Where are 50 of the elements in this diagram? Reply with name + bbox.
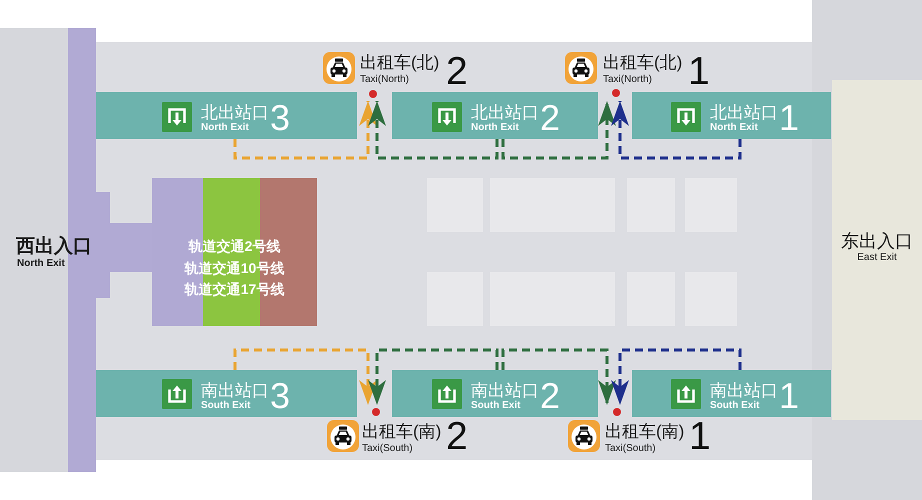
taxi-label: 出租车(南) [362,422,442,442]
exit-sign [96,92,357,139]
dashed-arrow [502,101,616,160]
station-block [152,178,317,326]
entrance-label: 东出入口 [840,230,914,252]
english-label: Taxi(South) [362,443,413,454]
exit-label: 南出站口 [471,381,539,400]
exit-sign [392,370,598,417]
english-label: South Exit [710,400,760,411]
exit-sign [632,370,831,417]
english-label: North Exit [471,122,519,133]
dashed-arrow [234,101,377,160]
dashed-arrow [368,101,498,160]
dashed-arrow [611,101,742,160]
english-label: East Exit [856,252,898,264]
exit-number: 1 [779,100,800,136]
taxi-label: 出租车(北) [360,53,440,73]
dashed-arrow [368,348,498,405]
stand-number: 2 [446,417,468,456]
english-label: North Exit [710,122,758,133]
english-label: North Exit [201,122,249,133]
english-label: North Exit [17,258,65,270]
english-label: Taxi(North) [360,74,409,85]
exit-sign [632,92,831,139]
english-label: Taxi(South) [605,443,656,454]
stand-number: 2 [446,52,468,91]
english-label: South Exit [201,400,250,411]
dashed-arrow [502,348,616,405]
entrance-area [832,80,922,420]
exit-label: 北出站口 [710,103,778,122]
english-label: South Exit [471,400,520,411]
taxi-label: 出租车(北) [603,53,682,73]
exit-number: 2 [540,378,560,414]
exit-number: 1 [779,378,800,414]
exit-number: 3 [270,100,290,136]
entrance-label: 西出入口 [16,236,92,258]
exit-number: 3 [270,378,290,414]
english-label: Taxi(North) [603,74,652,85]
exit-sign [392,92,598,139]
stand-number: 1 [688,52,710,91]
exit-label: 北出站口 [201,103,269,122]
exit-label: 北出站口 [471,103,539,122]
taxi-label: 出租车(南) [605,422,684,442]
stand-number: 1 [689,417,711,456]
exit-sign [96,370,357,417]
exit-label: 南出站口 [710,381,778,400]
exit-label: 南出站口 [201,381,269,400]
exit-number: 2 [540,100,560,136]
dashed-arrow [611,348,742,405]
dashed-arrow [234,348,377,405]
